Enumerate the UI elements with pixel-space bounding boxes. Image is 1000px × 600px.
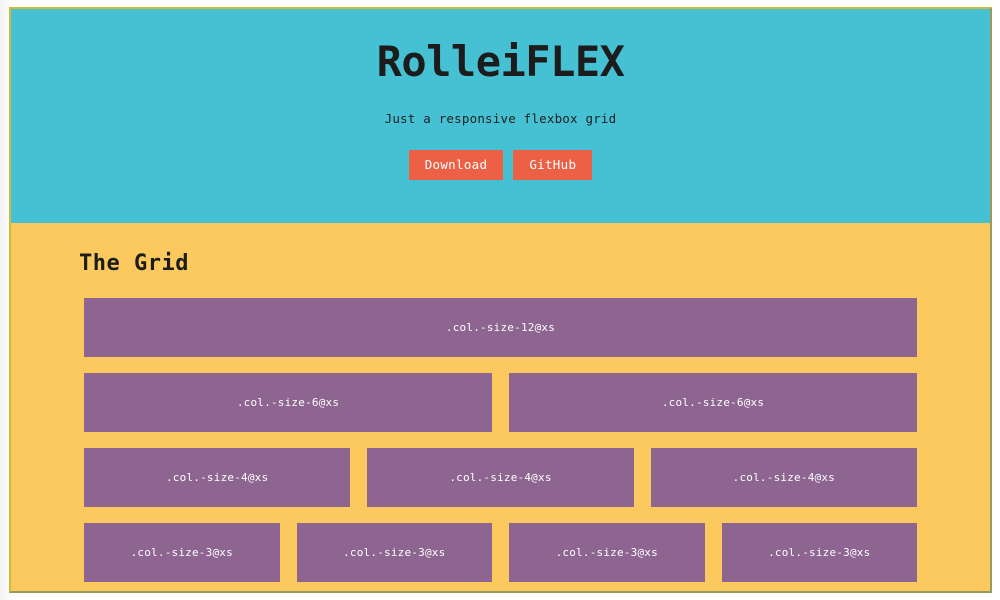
- github-button[interactable]: GitHub: [513, 150, 593, 181]
- page-title: RolleiFLEX: [376, 37, 625, 86]
- grid-column: .col.-size-3@xs: [296, 523, 492, 582]
- grid-column: .col.-size-3@xs: [509, 523, 705, 582]
- grid-row: .col.-size-4@xs .col.-size-4@xs .col.-si…: [84, 448, 917, 507]
- hero-banner: RolleiFLEX Just a responsive flexbox gri…: [11, 9, 990, 223]
- grid-section: The Grid .col.-size-12@xs .col.-size-6@x…: [11, 223, 990, 591]
- hero-subtitle: Just a responsive flexbox grid: [384, 111, 617, 127]
- grid-gutter: [705, 523, 722, 582]
- hero-button-group: Download GitHub: [11, 150, 990, 181]
- grid-gutter: [280, 523, 297, 582]
- grid-row: .col.-size-3@xs .col.-size-3@xs .col.-si…: [84, 523, 917, 582]
- grid-column: .col.-size-6@xs: [509, 373, 917, 432]
- grid-column: .col.-size-4@xs: [84, 448, 351, 507]
- grid-column: .col.-size-6@xs: [84, 373, 492, 432]
- section-heading-the-grid: The Grid: [79, 251, 189, 276]
- grid-gutter: [492, 523, 509, 582]
- grid-column: .col.-size-3@xs: [84, 523, 280, 582]
- grid-gutter: [492, 373, 509, 432]
- download-button[interactable]: Download: [408, 150, 504, 181]
- grid-gutter: [634, 448, 651, 507]
- grid-gutter: [350, 448, 367, 507]
- browser-viewport: RolleiFLEX Just a responsive flexbox gri…: [9, 7, 992, 593]
- grid-column: .col.-size-4@xs: [650, 448, 917, 507]
- grid-column: .col.-size-4@xs: [367, 448, 634, 507]
- grid-row: .col.-size-12@xs: [84, 298, 917, 357]
- grid-container: .col.-size-12@xs .col.-size-6@xs .col.-s…: [84, 276, 917, 582]
- grid-column: .col.-size-3@xs: [721, 523, 917, 582]
- grid-row: .col.-size-6@xs .col.-size-6@xs: [84, 373, 917, 432]
- grid-column: .col.-size-12@xs: [84, 298, 917, 357]
